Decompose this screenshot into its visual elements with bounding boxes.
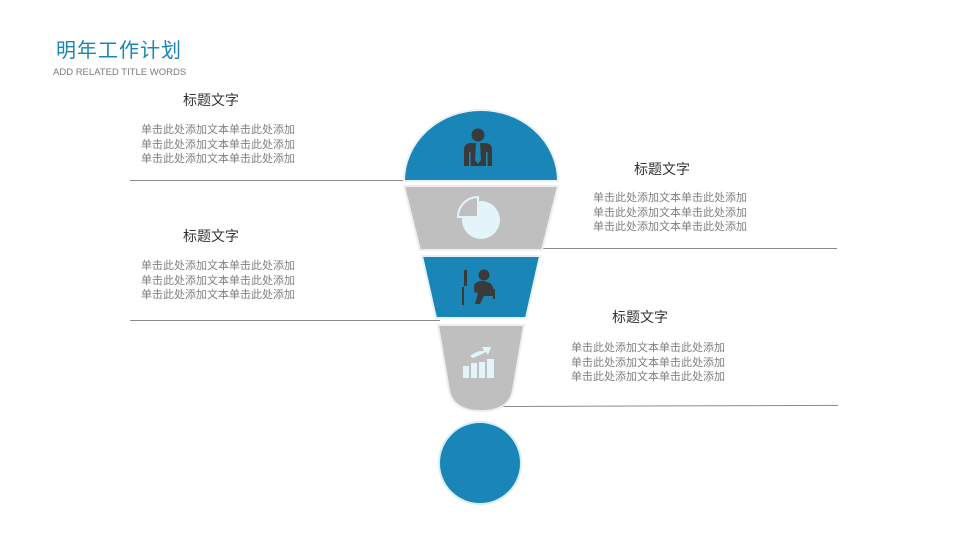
block-3-line: 单击此处添加文本单击此处添加	[141, 288, 295, 301]
connector-line-2	[535, 248, 837, 249]
block-3-line: 单击此处添加文本单击此处添加	[141, 273, 295, 287]
block-1-line: 单击此处添加文本单击此处添加	[141, 152, 295, 165]
block-3-body: 单击此处添加文本单击此处添加 单击此处添加文本单击此处添加 单击此处添加文本单击…	[141, 259, 295, 303]
block-2-title: 标题文字	[634, 162, 690, 178]
funnel-segment-3	[420, 255, 542, 319]
block-2-line: 单击此处添加文本单击此处添加	[593, 205, 747, 219]
block-4-title: 标题文字	[612, 310, 668, 326]
businessman-icon	[464, 128, 492, 166]
block-4-line: 单击此处添加文本单击此处添加	[571, 370, 725, 383]
block-2-body: 单击此处添加文本单击此处添加 单击此处添加文本单击此处添加 单击此处添加文本单击…	[593, 191, 747, 235]
connector-line-3	[130, 320, 440, 321]
block-1-line: 单击此处添加文本单击此处添加	[141, 137, 295, 151]
growth-bar-chart-icon	[463, 347, 494, 378]
pie-chart-icon	[456, 195, 500, 239]
block-4-line: 单击此处添加文本单击此处添加	[571, 341, 725, 354]
funnel-segment-1	[402, 109, 560, 182]
block-4-body: 单击此处添加文本单击此处添加 单击此处添加文本单击此处添加 单击此处添加文本单击…	[571, 341, 725, 385]
block-2-line: 单击此处添加文本单击此处添加	[593, 191, 747, 204]
block-3-line: 单击此处添加文本单击此处添加	[141, 259, 295, 272]
person-at-computer-icon	[462, 269, 495, 305]
block-3-title: 标题文字	[183, 229, 239, 245]
block-1-title: 标题文字	[183, 93, 239, 109]
block-4-line: 单击此处添加文本单击此处添加	[571, 355, 725, 369]
block-1-line: 单击此处添加文本单击此处添加	[141, 123, 295, 136]
connector-line-1	[130, 180, 406, 181]
page-subtitle: ADD RELATED TITLE WORDS	[53, 67, 187, 78]
bottom-circle	[438, 421, 522, 505]
funnel-segment-4	[436, 324, 526, 413]
block-2-line: 单击此处添加文本单击此处添加	[593, 220, 747, 233]
page-title: 明年工作计划	[56, 38, 182, 62]
funnel-segment-2	[402, 185, 560, 251]
block-1-body: 单击此处添加文本单击此处添加 单击此处添加文本单击此处添加 单击此处添加文本单击…	[141, 123, 295, 167]
